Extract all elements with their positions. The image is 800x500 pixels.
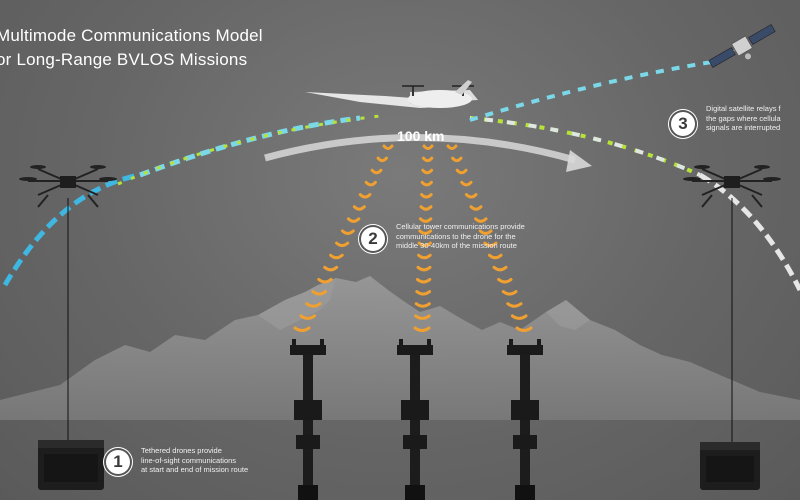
cellular-signal-chevron <box>492 265 508 272</box>
cellular-signal-chevron <box>419 205 433 211</box>
callout-2-text: Cellular tower communications provide co… <box>396 222 525 250</box>
cellular-signal-chevron <box>364 180 377 187</box>
tether-link-left <box>2 172 141 287</box>
cellular-signal-chevron <box>417 241 432 248</box>
satellite-icon <box>708 24 776 68</box>
cellular-signal-chevron <box>421 168 434 175</box>
cellular-signal-chevron <box>515 326 533 332</box>
cellular-signal-chevron <box>413 326 431 332</box>
cellular-signal-chevron <box>311 290 328 296</box>
tethered-drone-icon <box>19 165 117 208</box>
cellular-signal-chevron <box>317 277 333 284</box>
cellular-signal-chevron <box>416 265 432 272</box>
cellular-signal-chevron <box>323 265 339 272</box>
ground-station-icon <box>700 442 760 490</box>
satellite-link <box>469 60 713 122</box>
cellular-signal-chevron <box>370 168 383 175</box>
cellular-signal-chevron <box>376 156 388 163</box>
cellular-signal-chevron <box>510 314 528 320</box>
tail-link-right <box>698 172 800 292</box>
diagram-title: Multimode Communications Model or Long-R… <box>0 24 263 72</box>
cellular-signal-chevron <box>329 253 344 260</box>
cellular-signal-chevron <box>451 156 463 163</box>
cellular-signal-chevron <box>418 229 433 235</box>
cellular-signal-chevron <box>293 326 311 332</box>
callout-2-badge: 2 <box>361 227 385 251</box>
cellular-signal-chevron <box>358 193 372 199</box>
title-line-2: or Long-Range BVLOS Missions <box>0 50 248 69</box>
cellular-signal-chevron <box>446 144 458 150</box>
callout-1-badge: 1 <box>106 450 130 474</box>
ground-station-icon <box>38 440 104 490</box>
cellular-signal-chevron <box>418 217 433 223</box>
cellular-signal-chevron <box>506 302 523 308</box>
cell-tower-icon <box>507 339 543 500</box>
cellular-signal-chevron <box>460 180 473 187</box>
cellular-signal-chevron <box>497 277 513 284</box>
cellular-signal-chevron <box>382 144 394 150</box>
cellular-signal-chevron <box>421 156 434 163</box>
cellular-signal-chevron <box>464 193 478 199</box>
cellular-signal-chevron <box>422 144 434 150</box>
aircraft-icon <box>305 80 478 108</box>
cellular-signal-chevron <box>501 290 518 296</box>
cellular-signal-chevron <box>335 241 350 248</box>
cellular-signal-chevron <box>414 314 431 320</box>
cellular-signal-chevron <box>455 168 468 175</box>
cell-tower-icon <box>290 339 326 500</box>
tethered-drone-icon <box>683 165 781 208</box>
cellular-signal-chevron <box>414 302 431 308</box>
cellular-signal-chevron <box>352 205 366 211</box>
handoff-link-left <box>139 115 361 178</box>
distance-label: 100 km <box>397 128 445 144</box>
callout-3-badge: 3 <box>671 112 695 136</box>
cellular-signal-chevron <box>305 302 322 308</box>
callout-1-text: Tethered drones provide line-of-sight co… <box>141 446 249 474</box>
cellular-beams <box>293 144 533 332</box>
arrow-icon <box>264 134 576 164</box>
title-line-1: Multimode Communications Model <box>0 26 263 45</box>
cellular-signal-chevron <box>415 277 432 284</box>
cellular-signal-chevron <box>346 217 361 223</box>
cellular-signal-chevron <box>420 193 433 199</box>
cellular-signal-chevron <box>469 205 483 211</box>
cellular-signal-chevron <box>340 229 355 235</box>
cellular-signal-chevron <box>478 229 493 235</box>
callout-3-text: Digital satellite relays f the gaps wher… <box>706 104 781 132</box>
cellular-signal-chevron <box>299 314 317 320</box>
cellular-signal-chevron <box>417 253 432 260</box>
handoff-link-right <box>469 116 701 177</box>
cellular-signal-chevron <box>487 253 503 260</box>
cell-tower-icon <box>397 339 433 500</box>
cellular-signal-chevron <box>483 241 498 248</box>
cellular-signal-chevron <box>415 290 432 296</box>
cellular-signal-chevron <box>420 180 433 187</box>
cellular-signal-chevron <box>474 217 488 223</box>
